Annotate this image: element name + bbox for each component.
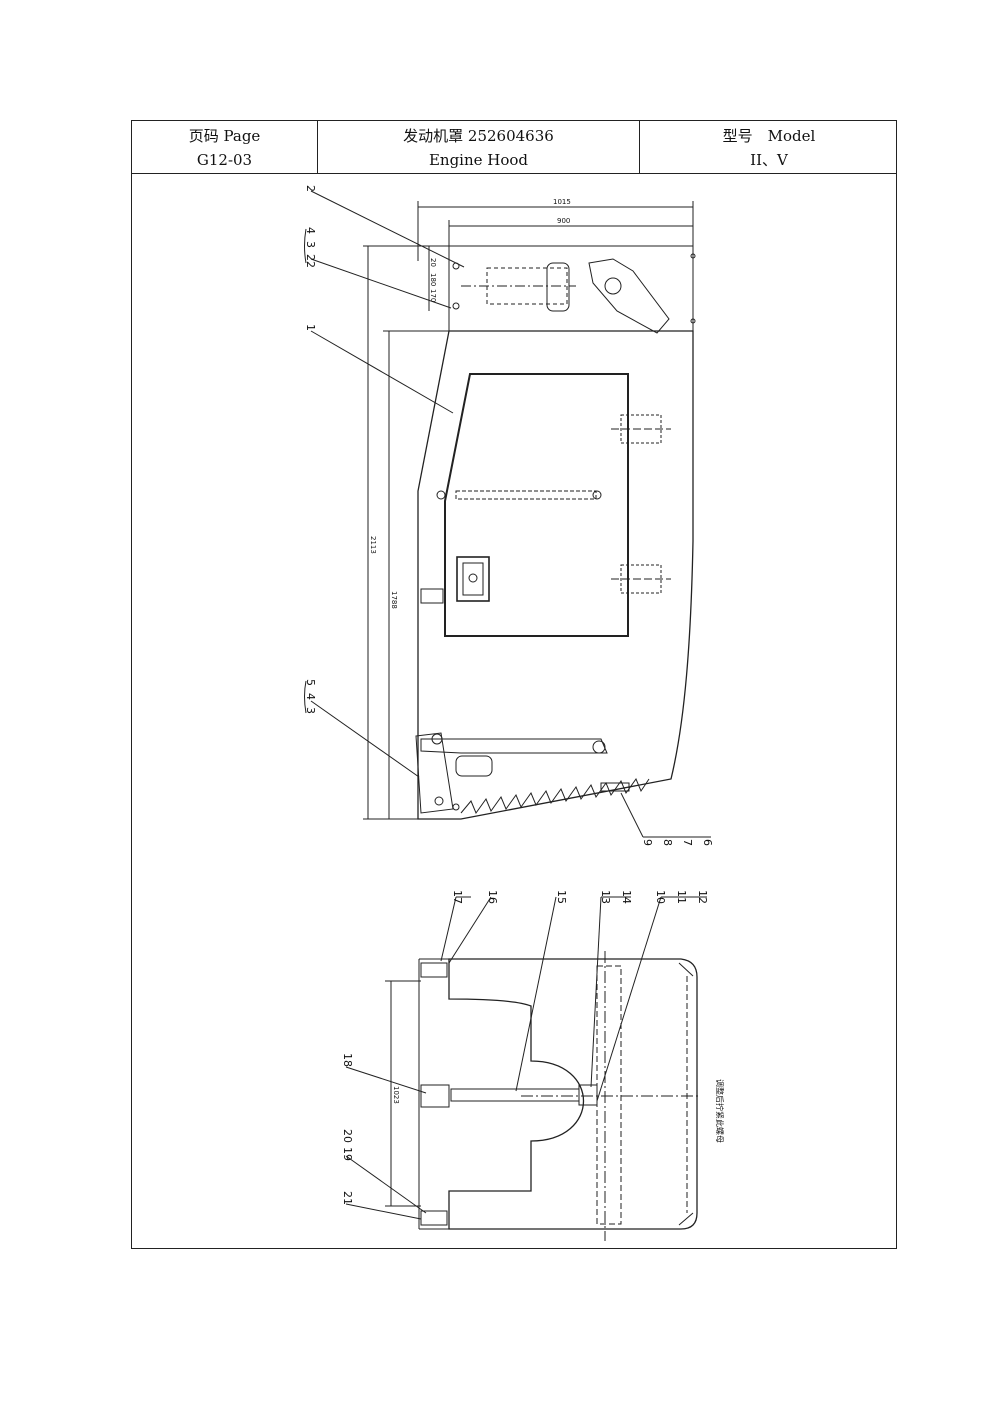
page-label: 页码 Page xyxy=(188,127,261,146)
callout-15: 15 xyxy=(555,890,568,904)
title-cn: 发动机罩 252604636 xyxy=(403,127,554,146)
dim-2113: 2113 xyxy=(369,536,377,554)
callout-21: 21 xyxy=(341,1191,354,1205)
callout-7: 7 xyxy=(681,839,694,846)
dim-1015: 1015 xyxy=(553,198,571,206)
title-block: 页码 Page G12-03 发动机罩 252604636 Engine Hoo… xyxy=(132,121,896,174)
document-sheet: 页码 Page G12-03 发动机罩 252604636 Engine Hoo… xyxy=(131,120,897,1249)
engine-hood-drawing: 1015 900 20 180 170 2113 1788 1023 2 4 3… xyxy=(304,185,725,1241)
model-cell: 型号 Model II、V xyxy=(640,121,898,173)
dim-1788: 1788 xyxy=(390,591,398,609)
model-label: 型号 Model xyxy=(722,126,816,145)
callout-14: 14 xyxy=(620,890,633,904)
dim-180: 180 xyxy=(429,273,437,286)
callout-2: 2 xyxy=(304,185,317,192)
callout-8: 8 xyxy=(661,839,674,846)
callout-17: 17 xyxy=(451,890,464,904)
dim-900: 900 xyxy=(557,217,570,225)
callout-13: 13 xyxy=(599,890,612,904)
dim-20: 20 xyxy=(429,258,437,267)
callout-9: 9 xyxy=(641,839,654,846)
callout-10: 10 xyxy=(654,890,667,904)
dim-1023: 1023 xyxy=(392,1086,400,1104)
dim-170: 170 xyxy=(429,289,437,302)
callout-16: 16 xyxy=(486,890,499,904)
page-cell: 页码 Page G12-03 xyxy=(132,121,318,173)
callout-18: 18 xyxy=(341,1053,354,1067)
callout-11: 11 xyxy=(675,890,688,904)
technical-drawing: 1015 900 20 180 170 2113 1788 1023 2 4 3… xyxy=(132,174,898,1250)
callout-4b: 4 xyxy=(304,693,317,700)
title-cell: 发动机罩 252604636 Engine Hood xyxy=(318,121,640,173)
callout-3b: 3 xyxy=(304,707,317,714)
callout-20: 20 xyxy=(341,1129,354,1143)
callout-4: 4 xyxy=(304,227,317,234)
page-number: G12-03 xyxy=(196,150,253,169)
callout-22: 22 xyxy=(304,254,317,268)
callout-12: 12 xyxy=(696,890,709,904)
model-value: II、V xyxy=(750,150,788,169)
adjust-note: 调整后拧紧此螺母 xyxy=(715,1079,725,1143)
title-en: Engine Hood xyxy=(428,150,529,169)
callout-3: 3 xyxy=(304,241,317,248)
callout-6: 6 xyxy=(701,839,714,846)
callout-1: 1 xyxy=(304,324,317,331)
callout-5: 5 xyxy=(304,679,317,686)
callout-19: 19 xyxy=(341,1147,354,1161)
